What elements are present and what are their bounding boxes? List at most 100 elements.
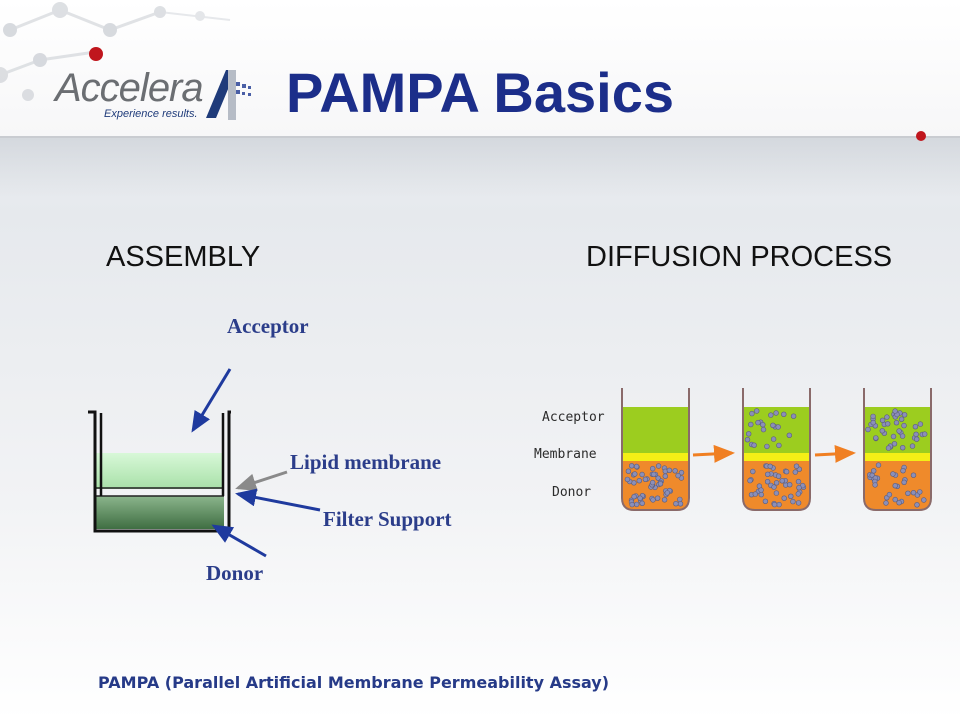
molecule-dot: [772, 485, 777, 490]
donor-arrow: [214, 526, 266, 556]
molecule-dot: [756, 420, 761, 425]
molecule-dot: [777, 502, 782, 507]
molecule-dot: [873, 483, 878, 488]
molecule-dot: [911, 490, 916, 495]
molecule-dot: [634, 502, 639, 507]
molecule-dot: [901, 468, 906, 473]
molecule-dot: [676, 473, 681, 478]
molecule-dot: [763, 499, 768, 504]
molecule-dot: [665, 491, 670, 496]
molecule-dot: [745, 437, 750, 442]
molecule-dot: [791, 414, 796, 419]
molecule-dot: [891, 434, 896, 439]
molecule-dot: [759, 492, 764, 497]
molecule-dot: [922, 432, 927, 437]
molecule-dot: [885, 421, 890, 426]
molecule-dot: [752, 443, 757, 448]
diffusion-well: [622, 388, 689, 510]
molecule-dot: [880, 428, 885, 433]
molecule-dot: [921, 498, 926, 503]
molecule-dot: [761, 427, 766, 432]
molecule-dot: [638, 496, 643, 501]
page-title: PAMPA Basics: [286, 60, 674, 125]
molecule-dot: [768, 464, 773, 469]
molecule-dot: [748, 478, 753, 483]
molecule-dot: [884, 501, 889, 506]
molecule-dot: [900, 434, 905, 439]
lipid-membrane-label: Lipid membrane: [290, 450, 441, 475]
acceptor-arrow: [193, 369, 230, 430]
filter-support-label: Filter Support: [323, 507, 452, 532]
molecule-dot: [630, 502, 635, 507]
molecule-dot: [887, 492, 892, 497]
molecule-dot: [914, 432, 919, 437]
molecule-dot: [774, 411, 779, 416]
diffusion-wells: [622, 388, 931, 510]
molecule-dot: [677, 497, 682, 502]
diffusion-arrow: [693, 453, 732, 455]
molecule-dot: [754, 409, 759, 414]
molecule-dot: [788, 494, 793, 499]
donor-label: Donor: [206, 561, 263, 586]
molecule-dot: [902, 423, 907, 428]
molecule-dot: [678, 501, 683, 506]
diffusion-donor-label: Donor: [552, 485, 591, 500]
molecule-dot: [880, 418, 885, 423]
molecule-dot: [787, 482, 792, 487]
molecule-dot: [640, 472, 645, 477]
diffusion-arrow: [815, 453, 853, 455]
molecule-dot: [637, 478, 642, 483]
red-dot-icon: [916, 131, 926, 141]
accelera-tagline: Experience results.: [104, 108, 198, 120]
assembly-heading: ASSEMBLY: [106, 241, 260, 274]
molecule-dot: [796, 501, 801, 506]
molecule-dot: [794, 464, 799, 469]
molecule-dot: [776, 474, 781, 479]
molecule-dot: [876, 463, 881, 468]
molecule-dot: [893, 409, 898, 414]
red-dot-icon: [89, 47, 103, 61]
diffusion-heading: DIFFUSION PROCESS: [586, 241, 892, 274]
molecule-dot: [663, 474, 668, 479]
molecule-dot: [871, 420, 876, 425]
molecule-dot: [759, 488, 764, 493]
molecule-dot: [902, 480, 907, 485]
molecule-dot: [673, 468, 678, 473]
molecule-dot: [885, 415, 890, 420]
molecule-dot: [797, 485, 802, 490]
molecule-dot: [866, 427, 871, 432]
molecule-dot: [750, 411, 755, 416]
molecule-dot: [914, 437, 919, 442]
molecule-dot: [891, 472, 896, 477]
molecule-dot: [777, 443, 782, 448]
molecule-dot: [771, 437, 776, 442]
molecule-dot: [760, 422, 765, 427]
molecule-dot: [772, 502, 777, 507]
molecule-dot: [913, 424, 918, 429]
molecule-dot: [640, 501, 645, 506]
molecule-dot: [765, 472, 770, 477]
molecule-dot: [911, 473, 916, 478]
molecule-dot: [900, 445, 905, 450]
molecule-dot: [774, 480, 779, 485]
molecule-dot: [892, 441, 897, 446]
molecule-dot: [787, 433, 792, 438]
diffusion-acceptor-label: Acceptor: [542, 410, 605, 425]
molecule-dot: [651, 472, 656, 477]
molecule-dot: [750, 469, 755, 474]
diffusion-membrane-label: Membrane: [534, 447, 597, 462]
molecule-dot: [655, 496, 660, 501]
molecule-dot: [632, 494, 637, 499]
molecule-dot: [748, 422, 753, 427]
molecule-dot: [650, 480, 655, 485]
molecule-dot: [651, 498, 656, 503]
molecule-dot: [643, 477, 648, 482]
molecule-dot: [886, 446, 891, 451]
molecule-dot: [796, 479, 801, 484]
molecule-dot: [656, 464, 661, 469]
filter-arrow: [238, 494, 320, 510]
molecule-dot: [918, 422, 923, 427]
molecule-dot: [894, 420, 899, 425]
molecule-dot: [625, 477, 630, 482]
diffusion-well: [864, 388, 931, 510]
